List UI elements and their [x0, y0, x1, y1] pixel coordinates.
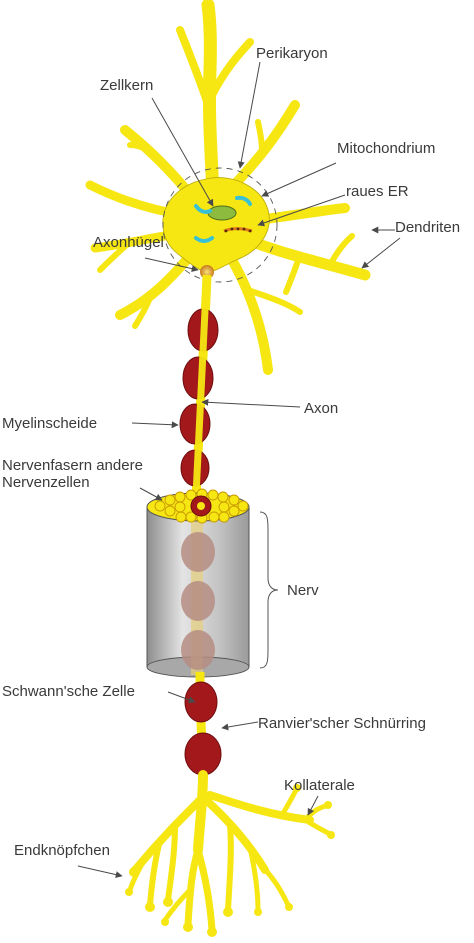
- dendrite-top: [201, 0, 220, 207]
- axon-terminals: [127, 770, 333, 934]
- schwann-cell: [184, 681, 218, 723]
- label-nervenfasern-line1: Nervenfasern andere: [2, 457, 143, 474]
- dendrite-lower-right-twig2: [327, 233, 355, 268]
- mitochondrion: [194, 236, 214, 243]
- dendrite-bottom-right-twig: [245, 287, 303, 315]
- mitochondrion: [235, 195, 252, 206]
- label-schwann: Schwann'sche Zelle: [2, 683, 135, 700]
- dendrite-lower-right-twig1: [283, 252, 303, 295]
- label-zellkern: Zellkern: [100, 77, 153, 94]
- myelin-segment: [184, 732, 222, 776]
- label-nerv: Nerv: [287, 582, 319, 599]
- label-axonhuegel: Axonhügel: [93, 234, 164, 251]
- pointer-lines: [77, 61, 401, 879]
- label-mitochondrium: Mitochondrium: [337, 140, 435, 157]
- nucleus: [207, 205, 237, 221]
- label-axon: Axon: [304, 400, 338, 417]
- dendrite-bottom-left: [115, 245, 200, 320]
- label-nervenfasern-line2: Nervenzellen: [2, 474, 90, 491]
- myelin-segment: [179, 403, 211, 445]
- label-kollaterale: Kollaterale: [284, 777, 355, 794]
- soma: [162, 177, 270, 273]
- dendrite-upper-right-twig: [255, 119, 265, 153]
- dendrite-upper-left-twig: [127, 142, 163, 163]
- dendrite-bottom-right: [220, 243, 273, 375]
- mitochondrion: [194, 204, 212, 214]
- dendrite-bottom-left-twig: [132, 295, 153, 329]
- label-raues-er: raues ER: [346, 183, 409, 200]
- dendrite-top-branch-left: [176, 26, 214, 114]
- label-endknoepfchen: Endknöpfchen: [14, 842, 110, 859]
- rough-er: [223, 227, 253, 233]
- dendrite-left-lower-twig: [97, 239, 133, 273]
- label-ranvier: Ranvier'scher Schnürring: [258, 715, 426, 732]
- nerve-fibers-top: [154, 488, 249, 524]
- end-knobs: [125, 784, 335, 937]
- perikaryon-outline: [162, 167, 278, 283]
- label-myelinscheide: Myelinscheide: [2, 415, 97, 432]
- nerve-brace: [259, 511, 279, 669]
- dendrite-top-branch-right: [208, 38, 254, 99]
- label-perikaryon: Perikaryon: [256, 45, 328, 62]
- label-dendriten: Dendriten: [395, 219, 460, 236]
